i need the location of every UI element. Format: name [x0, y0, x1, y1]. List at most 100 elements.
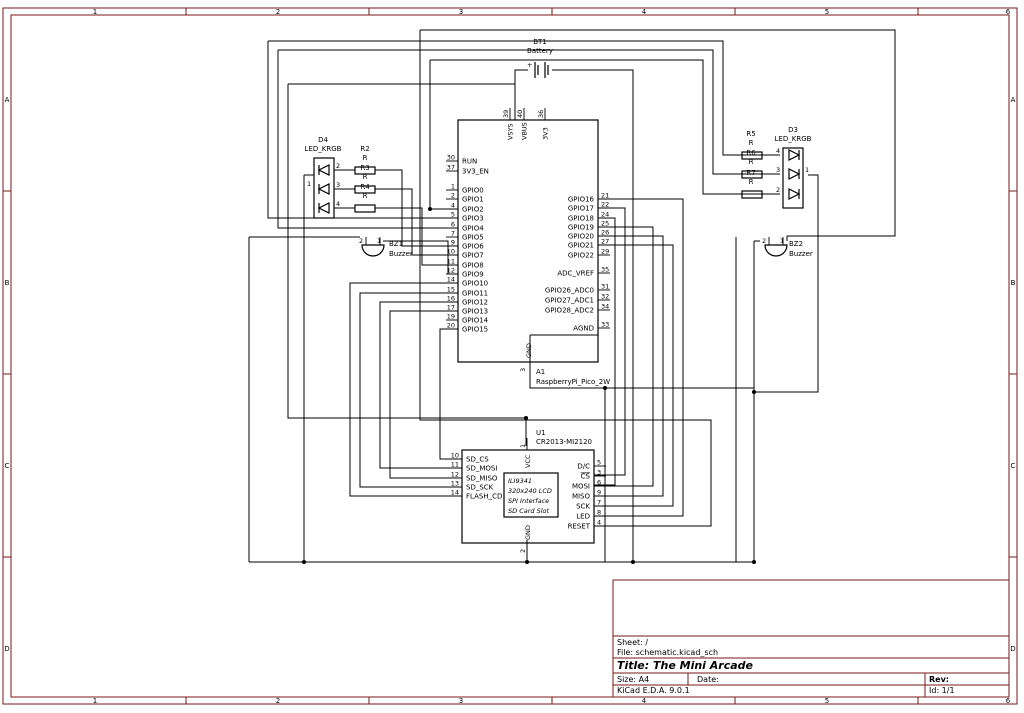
title-block-title: Title: The Mini Arcade [617, 659, 754, 672]
frame-col-bottom-2: 2 [276, 697, 280, 705]
pico-left-pin-number: 14 [447, 276, 455, 284]
pico-right-pin-name: GPIO27_ADC1 [545, 297, 594, 305]
pico-left-pin-number: 7 [451, 230, 455, 238]
frame-col-top-3: 3 [459, 8, 463, 16]
frame-row-left-c: C [5, 462, 10, 470]
battery-bt1[interactable]: + BT1 Battery [527, 38, 553, 78]
frame-col-top-6: 6 [1006, 8, 1011, 16]
resistor-r6[interactable]: R6 R [741, 149, 763, 179]
resistor-r4[interactable]: R4 R [354, 183, 376, 213]
frame-col-bottom-4: 4 [642, 697, 647, 705]
lcd-left-pin-number: 13 [451, 480, 459, 488]
lcd-left-pin-name: SD_MOSI [466, 465, 497, 473]
pico-right-pin-number: 29 [601, 248, 609, 256]
lcd-value: CR2013-MI2120 [536, 438, 592, 446]
lcd-right-pin-number: 3 [597, 469, 601, 477]
lcd-right-pin-number: 8 [597, 509, 601, 517]
pico-left-pin-number: 12 [447, 267, 455, 275]
lcd-inner-line-3: SPI Interface [508, 497, 549, 505]
pico-top-pin-number: 36 [537, 110, 545, 118]
title-block-size: Size: A4 [617, 675, 649, 684]
r6-value: R [749, 158, 754, 166]
bz2-pin-2: 2 [762, 237, 766, 245]
resistor-r7[interactable]: R7 R [741, 169, 763, 199]
title-block-date: Date: [697, 675, 719, 684]
pico-left-pin-name: GPIO15 [462, 326, 488, 334]
lcd-right-pin-number: 4 [597, 519, 601, 527]
buzzer-bz1[interactable]: 2 1 BZ1 Buzzer [359, 237, 413, 258]
pico-right-pin-name: AGND [573, 325, 594, 333]
d4-value: LED_KRGB [305, 145, 342, 153]
pico-left-pin-number: 30 [447, 154, 455, 162]
pico-left-pin-number: 17 [447, 304, 455, 312]
r2-ref: R2 [360, 145, 369, 153]
pico-right-pin-name: GPIO22 [568, 252, 594, 260]
title-block-file: File: schematic.kicad_sch [617, 648, 718, 657]
buzzer-bz2[interactable]: 2 1 BZ2 Buzzer [762, 237, 813, 258]
pico-right-pin-name: GPIO19 [568, 224, 594, 232]
pico-left-pin-name: 3V3_EN [462, 168, 489, 176]
lcd-u1[interactable]: ILI9341 320x240 LCD SPI Interface SD Car… [450, 429, 606, 555]
pico-right-pin-number: 32 [601, 293, 609, 301]
bz1-ref: BZ1 [389, 240, 403, 248]
pico-left-pin-name: GPIO13 [462, 308, 488, 316]
pico-right-pin-name: GPIO17 [568, 205, 594, 213]
pico-right-pin-number: 25 [601, 220, 609, 228]
d3-value: LED_KRGB [775, 135, 812, 143]
pico-left-pin-name: GPIO14 [462, 317, 489, 325]
lcd-left-pin-name: SD_MISO [466, 475, 498, 483]
d3-body [782, 147, 804, 209]
pico-right-pin-name: ADC_VREF [557, 270, 594, 278]
pico-right-pin-name: GPIO18 [568, 215, 594, 223]
d3-pin-4: 4 [776, 147, 780, 155]
pico-right-pin-number: 22 [601, 201, 609, 209]
bz2-ref: BZ2 [789, 240, 803, 248]
d4-ref: D4 [318, 136, 328, 144]
lcd-gnd-pin-number: 2 [519, 549, 527, 553]
frame-col-top-4: 4 [642, 8, 647, 16]
d3-ref: D3 [788, 126, 798, 134]
r4-value: R [363, 192, 368, 200]
bz1-pin-2: 2 [359, 237, 363, 245]
bz1-value: Buzzer [389, 250, 413, 258]
r2-value: R [363, 154, 368, 162]
pico-right-pin-name: GPIO16 [568, 196, 595, 204]
pico-left-pin-number: 11 [447, 258, 455, 266]
pico-top-pin-number: 40 [516, 110, 524, 118]
frame-row-right-b: B [1011, 279, 1016, 287]
lcd-right-pin-number: 5 [597, 459, 601, 467]
frame-col-bottom-3: 3 [459, 697, 463, 705]
lcd-vcc-pin-name: VCC [524, 454, 532, 468]
pico-right-pin-number: 35 [601, 266, 609, 274]
frame-col-bottom-5: 5 [825, 697, 829, 705]
lcd-left-pin-number: 11 [451, 461, 459, 469]
lcd-right-pin-name: D/C [577, 463, 590, 471]
r7-ref: R7 [746, 169, 755, 177]
lcd-left-pin-number: 14 [451, 489, 459, 497]
lcd-inner-box [503, 472, 559, 518]
pico-left-pin-number: 15 [447, 286, 455, 294]
frame-col-top-1: 1 [93, 8, 97, 16]
led-d4[interactable]: 2 3 4 1 D4 LED_KRGB [305, 136, 342, 219]
lcd-right-pin-name: SCK [576, 503, 590, 511]
bz1-pin-1: 1 [377, 237, 381, 245]
led-d3[interactable]: 4 3 2 1 D3 LED_KRGB [775, 126, 812, 209]
pico-top-pin-name: VSYS [507, 123, 515, 140]
r5-ref: R5 [746, 130, 755, 138]
resistor-r3[interactable]: R3 R [354, 164, 376, 194]
pico-left-pin-number: 10 [447, 248, 455, 256]
resistor-r5[interactable]: R5 R [741, 130, 763, 160]
pico-left-pin-number: 9 [451, 239, 455, 247]
pico-left-pin-number: 5 [451, 211, 455, 219]
battery-plus-sign: + [527, 61, 532, 69]
pico-right-pin-number: 34 [601, 303, 609, 311]
d4-pin-1: 1 [307, 180, 311, 188]
pico-left-pin-number: 2 [451, 192, 455, 200]
title-block-rev: Rev: [929, 675, 949, 684]
pico-left-pin-number: 16 [447, 295, 455, 303]
pico-left-pin-number: 20 [447, 322, 455, 330]
pico-left-pin-name: GPIO12 [462, 299, 488, 307]
resistor-r2[interactable]: R2 R [354, 145, 376, 175]
